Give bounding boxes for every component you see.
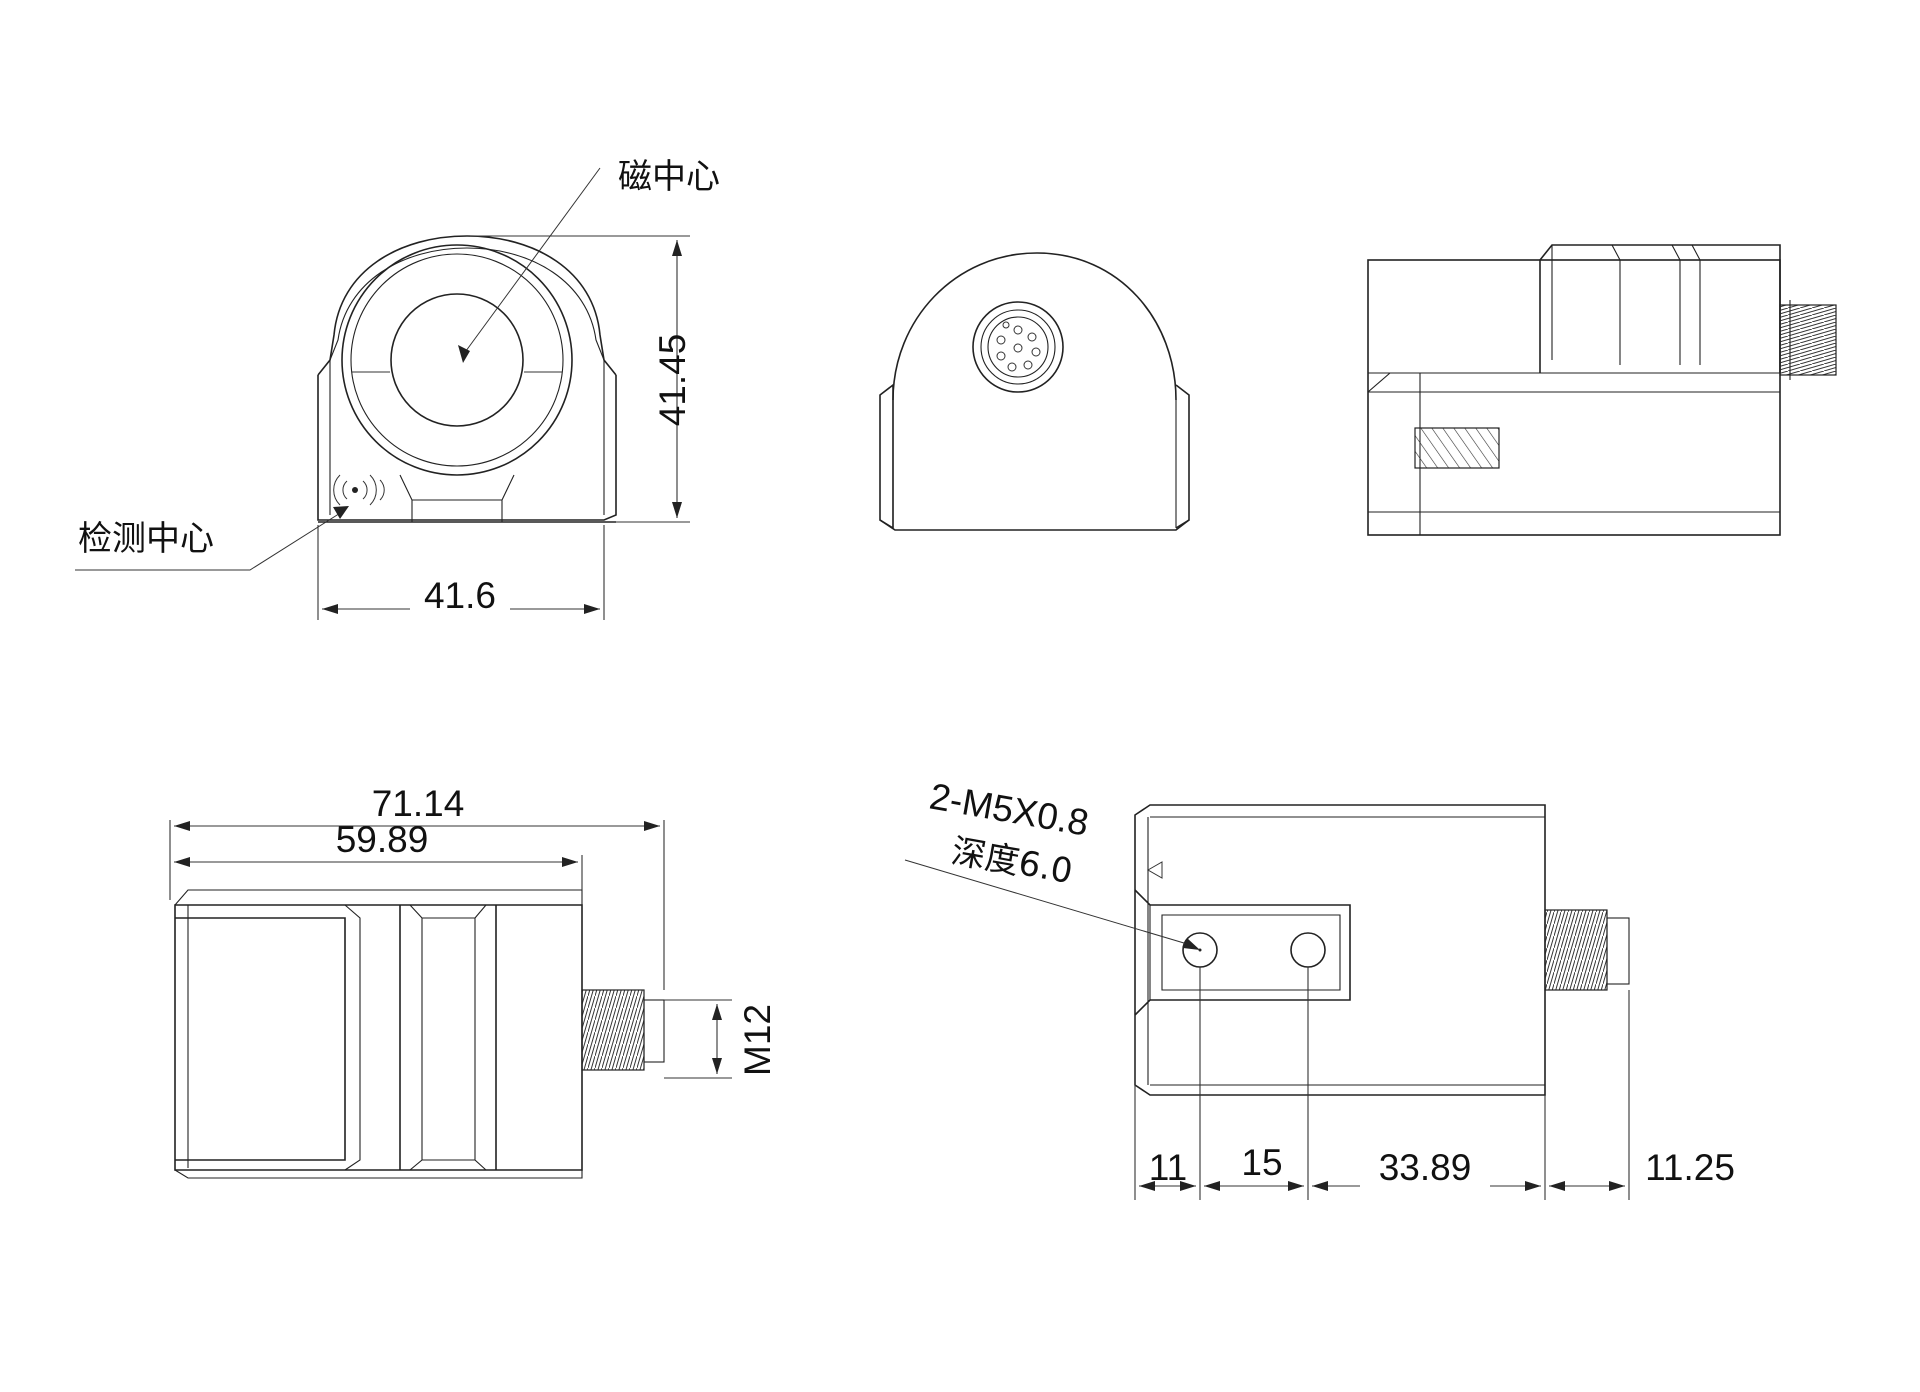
bottom-view [904, 804, 1630, 1200]
bottom-dim-11-25: 11.25 [1645, 1147, 1735, 1188]
top-body-length-dimension: 59.89 [336, 819, 429, 860]
bottom-dim-33-89: 33.89 [1379, 1147, 1472, 1188]
front-width-dimension: 41.6 [424, 575, 496, 616]
side-view [1367, 244, 1837, 536]
connector-face-view [879, 252, 1190, 531]
bottom-dim-11: 11 [1149, 1147, 1187, 1188]
front-height-dimension: 41.45 [652, 334, 693, 427]
top-view-connector [581, 989, 645, 1071]
mounting-hole-2 [1290, 932, 1326, 968]
detection-center-label: 检测中心 [78, 519, 214, 559]
side-connector [1779, 304, 1837, 376]
outer-ring [341, 244, 573, 476]
thread-note-line2: 深度6.0 [948, 831, 1075, 892]
magnet-face [390, 293, 524, 427]
bottom-view-connector [1544, 909, 1608, 991]
magnetic-center-label: 磁中心 [618, 157, 720, 197]
wireless-signal-icon [333, 474, 385, 506]
top-view [169, 820, 732, 1179]
front-view [75, 167, 690, 620]
top-total-length-dimension: 71.14 [372, 783, 465, 824]
bottom-dim-15: 15 [1241, 1142, 1282, 1183]
m12-connector [972, 301, 1064, 393]
thread-note-line1: 2-M5X0.8 [927, 776, 1092, 844]
connector-thread-dimension: M12 [737, 1004, 778, 1076]
